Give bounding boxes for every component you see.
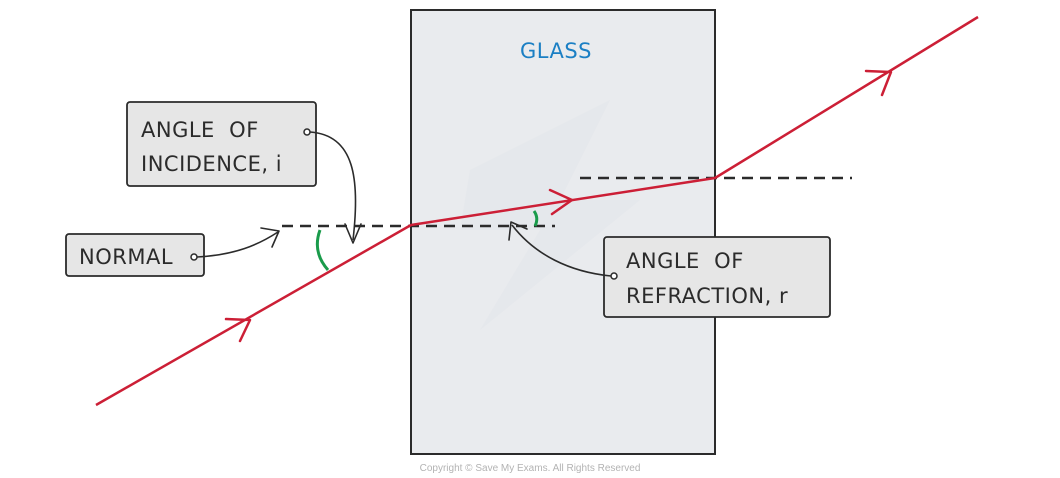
label-tag-refraction — [603, 236, 831, 318]
pointer-incidence-arrowhead — [344, 223, 362, 244]
label-incidence-line-2: INCIDENCE, i — [141, 152, 282, 176]
label-normal: NORMAL — [65, 233, 205, 277]
label-incidence-line-1: ANGLE OF — [141, 118, 259, 142]
angle-of-refraction-arc — [532, 210, 539, 227]
ray-arrow-incident — [224, 317, 252, 343]
angle-of-incidence-arc — [315, 229, 330, 271]
label-tag-normal — [65, 233, 205, 277]
label-angle-of-incidence: ANGLE OF INCIDENCE, i — [126, 101, 317, 187]
watermark-logo — [460, 100, 640, 330]
glass-label: GLASS — [520, 39, 592, 63]
label-refraction-line-2: REFRACTION, r — [626, 284, 788, 308]
tag-hole-normal — [190, 253, 198, 261]
pointer-refraction — [511, 224, 612, 277]
copyright-text: Copyright © Save My Exams. All Rights Re… — [420, 463, 641, 474]
pointer-normal — [196, 231, 279, 258]
glass-block — [410, 9, 716, 455]
label-normal-text: NORMAL — [79, 245, 173, 269]
ray-arrow-refracted — [548, 188, 574, 216]
label-angle-of-refraction: ANGLE OF REFRACTION, r — [603, 236, 831, 318]
light-ray — [95, 15, 979, 407]
tag-hole-refraction — [610, 272, 618, 280]
ray-arrow-emergent — [864, 69, 893, 97]
pointer-incidence — [309, 131, 357, 241]
pointer-refraction-arrowhead — [508, 221, 528, 241]
label-tag-incidence — [126, 101, 317, 187]
label-refraction-line-1: ANGLE OF — [626, 249, 744, 273]
pointer-normal-arrowhead — [260, 227, 280, 248]
tag-hole-incidence — [303, 128, 311, 136]
